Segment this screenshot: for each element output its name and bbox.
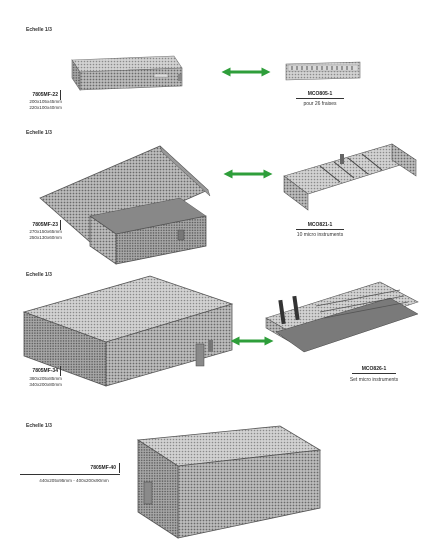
accessory-caption: pour 26 fraises bbox=[303, 101, 337, 107]
product-ref: 7805MF-23 bbox=[32, 222, 58, 228]
accessory-caption: 10 micro instruments bbox=[296, 232, 344, 238]
product-dim: 380x205x85mm bbox=[29, 376, 62, 381]
product-dim: 440x205x95mm - 400x200x90mm bbox=[39, 478, 109, 483]
mesh-box-large-image bbox=[22, 275, 234, 387]
mesh-box-small-image bbox=[71, 55, 183, 91]
scale-label: Echelle 1/3 bbox=[26, 130, 52, 136]
product-dim: 250x130x60mm bbox=[29, 235, 62, 240]
micro-instrument-set-image bbox=[265, 281, 419, 353]
accessory-ref: MCO805-1 bbox=[307, 91, 333, 97]
product-dim: 220x100x40mm bbox=[29, 105, 62, 110]
product-ref: 7805MF-22 bbox=[32, 92, 58, 98]
scale-label: Echelle 1/3 bbox=[26, 423, 52, 429]
scale-label: Echelle 1/3 bbox=[26, 27, 52, 33]
product-dim: 270x150x65mm bbox=[29, 229, 62, 234]
product-ref: 7805MF-34 bbox=[32, 368, 58, 374]
green-double-arrow bbox=[221, 67, 271, 77]
accessory-ref: MCO826-1 bbox=[361, 366, 387, 372]
product-dim: 200x105x45mm bbox=[29, 99, 62, 104]
green-double-arrow bbox=[230, 336, 274, 346]
accessory-caption: Set micro instruments bbox=[349, 377, 399, 383]
micro-instrument-rack-image bbox=[283, 143, 417, 211]
accessory-ref: MCO821-1 bbox=[307, 222, 333, 228]
scale-label: Echelle 1/3 bbox=[26, 272, 52, 278]
mesh-box-xlarge-image bbox=[136, 425, 322, 539]
product-dim: 340x200x80mm bbox=[29, 382, 62, 387]
product-ref: 7805MF-40 bbox=[90, 465, 116, 471]
bur-holder-image bbox=[285, 61, 361, 81]
mesh-box-open-lid-image bbox=[39, 145, 211, 265]
green-double-arrow bbox=[223, 169, 273, 179]
